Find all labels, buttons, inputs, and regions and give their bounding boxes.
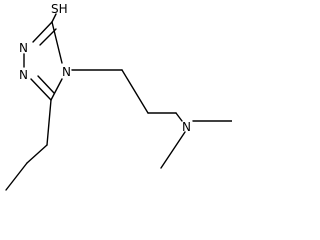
bond-c3-n2 [32,21,53,43]
atom-label-sh: SH [51,2,68,16]
bond-c3-sh [51,13,57,23]
bond-propyl1-propyl2 [26,144,48,164]
propyl-chain [5,99,52,191]
bond-n1-c5-double [37,75,55,94]
atom-label-n4: N [62,65,71,79]
dimethylaminopropyl-chain [71,69,232,169]
atom-label-amine-n: N [182,120,191,134]
bond-chain1-chain2 [121,69,149,114]
atom-label-n1: N [19,68,28,82]
atom-label-n2: N [19,41,28,55]
bond-c5-n4 [50,78,63,101]
bond-chain3-n [175,112,183,122]
bond-n4-c3 [51,21,63,64]
bond-c5-propyl1 [46,99,52,146]
bond-propyl2-propyl3 [5,162,28,191]
chemical-structure: SH N N N N [5,2,232,191]
bond-n-methyl-down [160,131,186,169]
triazole-ring [23,21,63,101]
bond-n1-c5 [30,78,52,101]
bond-c3-n2-double [39,28,57,46]
